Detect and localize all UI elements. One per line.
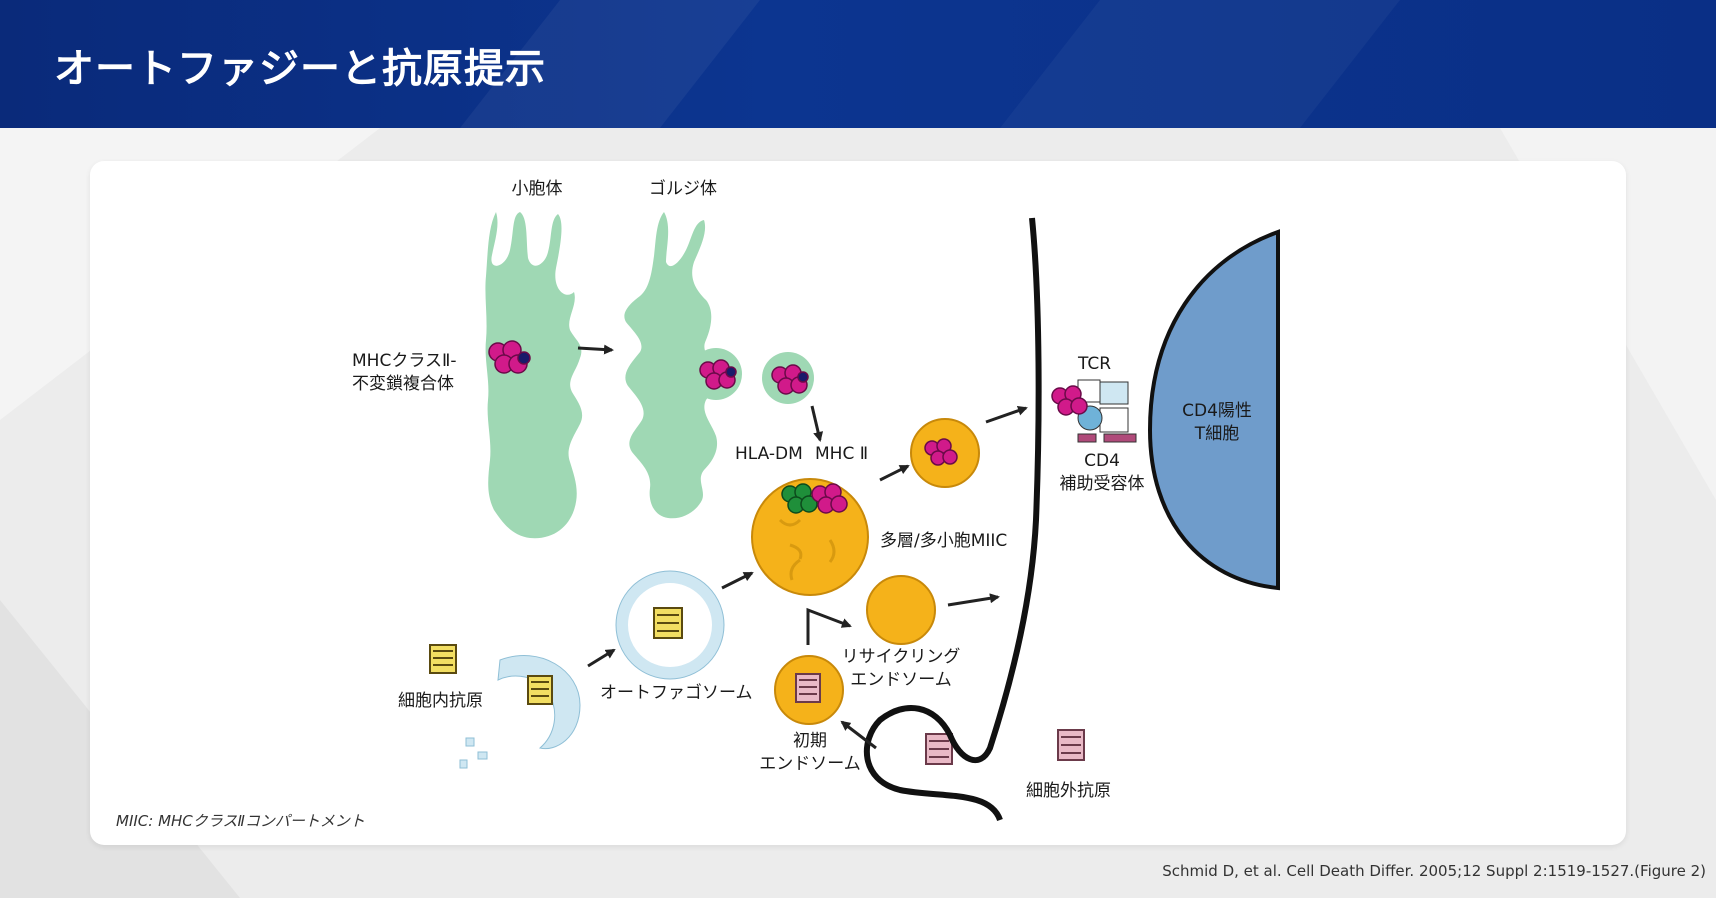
footnote: MIIC: MHCクラスⅡコンパートメント xyxy=(116,812,365,830)
golgi-label: ゴルジ体 xyxy=(649,179,717,199)
er-label: 小胞体 xyxy=(511,179,563,199)
antigen xyxy=(429,644,457,674)
mhc-complex xyxy=(488,340,531,374)
recycling-endosome xyxy=(866,575,936,645)
recycling-endosome-label-1: リサイクリング xyxy=(841,647,961,667)
header-bar: オートファジーと抗原提示 xyxy=(0,0,1716,128)
header-decoration xyxy=(460,0,1400,128)
t-cell xyxy=(1147,229,1280,591)
cd4-tcell-label-2: T細胞 xyxy=(1194,424,1240,444)
citation: Schmid D, et al. Cell Death Differ. 2005… xyxy=(1162,862,1706,880)
mhc2-label: MHC Ⅱ xyxy=(815,444,869,464)
arrow xyxy=(577,344,1028,750)
cd4-coreceptor-label-1: CD4 xyxy=(1084,451,1120,471)
mhc-complex xyxy=(811,483,848,514)
miic-label: 多層/多小胞MIIC xyxy=(880,531,1008,551)
mhc-complex xyxy=(699,359,737,390)
autophagosome xyxy=(616,571,724,679)
mhc-complex-label-2: 不変鎖複合体 xyxy=(352,374,454,394)
early-endosome-label-1: 初期 xyxy=(793,731,827,751)
antigen xyxy=(1057,729,1085,761)
antigen xyxy=(653,607,683,639)
early-endosome-label-2: エンドソーム xyxy=(759,754,861,774)
tcr-receptor xyxy=(1077,379,1137,443)
antigen-fragments xyxy=(459,737,488,769)
mhc-complex xyxy=(1051,385,1088,416)
recycling-endosome-label-2: エンドソーム xyxy=(850,670,952,690)
tcr-label: TCR xyxy=(1078,354,1112,374)
mhc-complex xyxy=(771,364,809,395)
antigen xyxy=(925,733,953,765)
cd4-tcell-label-1: CD4陽性 xyxy=(1182,401,1252,421)
hla-dm-molecule xyxy=(781,483,818,514)
golgi-shape xyxy=(624,212,719,519)
er-shape xyxy=(485,212,583,539)
extracellular-antigen-label: 細胞外抗原 xyxy=(1026,781,1111,801)
antigen xyxy=(795,673,821,703)
intracellular-antigen-label: 細胞内抗原 xyxy=(398,691,483,711)
mhc-complex xyxy=(924,438,958,466)
slide-title: オートファジーと抗原提示 xyxy=(54,46,546,92)
mhc-complex-label-1: MHCクラスⅡ- xyxy=(352,351,457,371)
hla-dm-label: HLA-DM xyxy=(735,444,803,464)
cd4-coreceptor-label-2: 補助受容体 xyxy=(1059,474,1145,494)
antigen xyxy=(527,675,553,705)
autophagosome-label: オートファゴソーム xyxy=(600,683,753,703)
cell-membrane xyxy=(864,217,1042,822)
